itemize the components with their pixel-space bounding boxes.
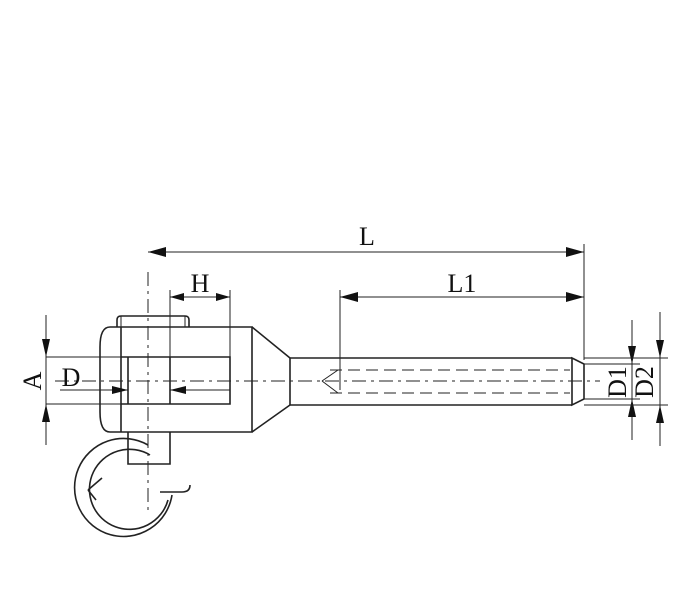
label-D: D: [62, 363, 81, 392]
dimension-D1: D1: [584, 320, 640, 440]
label-A: A: [18, 371, 47, 390]
dimension-D: D: [60, 363, 230, 394]
label-D1: D1: [603, 366, 632, 398]
dimension-L: L: [148, 222, 585, 360]
label-H: H: [191, 269, 210, 298]
label-D2: D2: [630, 366, 659, 398]
dimension-A: A: [18, 315, 121, 445]
split-ring: [73, 437, 191, 538]
label-L1: L1: [448, 269, 477, 298]
label-L: L: [359, 222, 375, 251]
centerlines: [55, 272, 600, 510]
dimension-H: H: [169, 269, 231, 357]
dimension-L1: L1: [339, 269, 584, 390]
dimension-D2: D2: [584, 312, 668, 446]
